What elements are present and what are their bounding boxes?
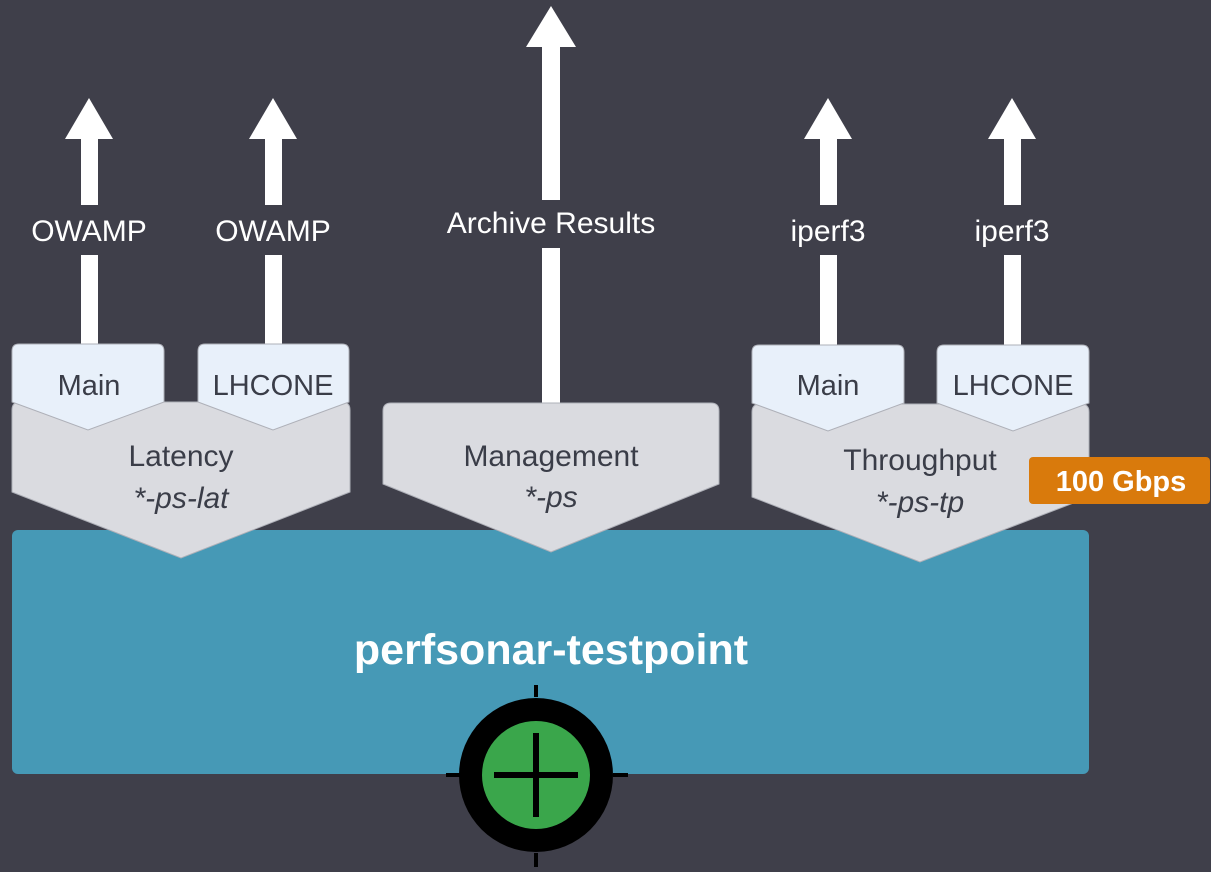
arrow-owamp-main: OWAMP — [15, 98, 163, 346]
arrow-label-owamp-lhcone: OWAMP — [215, 215, 331, 248]
interface-lhcone-throughput: LHCONE — [936, 344, 1090, 432]
crosshair-icon — [446, 685, 628, 867]
service-throughput: Throughput *-ps-tp — [751, 403, 1090, 563]
interface-label-main-throughput: Main — [797, 370, 860, 402]
interface-main-latency: Main — [11, 343, 165, 431]
interface-label-lhcone-throughput: LHCONE — [953, 370, 1074, 402]
service-latency-name: Latency — [128, 440, 233, 473]
service-throughput-host: *-ps-tp — [876, 486, 964, 519]
service-latency: Latency *-ps-lat — [11, 401, 351, 559]
arrow-label-iperf3-main: iperf3 — [790, 215, 865, 248]
interface-label-main-latency: Main — [58, 370, 121, 402]
arrow-iperf3-lhcone: iperf3 — [954, 98, 1070, 346]
service-throughput-name: Throughput — [843, 444, 997, 477]
service-management-host: *-ps — [524, 481, 577, 514]
speed-badge-label: 100 Gbps — [1056, 466, 1187, 498]
service-latency-host: *-ps-lat — [133, 482, 230, 515]
testpoint-box — [12, 530, 1089, 774]
testpoint-label: perfsonar-testpoint — [354, 626, 748, 674]
interface-label-lhcone-latency: LHCONE — [213, 370, 334, 402]
service-management-name: Management — [463, 440, 639, 473]
service-management: Management *-ps — [382, 402, 720, 553]
arrow-label-archive-results: Archive Results — [447, 207, 655, 240]
arrow-owamp-lhcone: OWAMP — [199, 98, 347, 346]
speed-badge: 100 Gbps — [1029, 457, 1210, 504]
interface-lhcone-latency: LHCONE — [197, 343, 350, 431]
arrow-label-iperf3-lhcone: iperf3 — [974, 215, 1049, 248]
interface-main-throughput: Main — [751, 344, 905, 432]
arrow-label-owamp-main: OWAMP — [31, 215, 147, 248]
arrow-archive-results: Archive Results — [424, 6, 678, 406]
arrow-iperf3-main: iperf3 — [770, 98, 886, 346]
